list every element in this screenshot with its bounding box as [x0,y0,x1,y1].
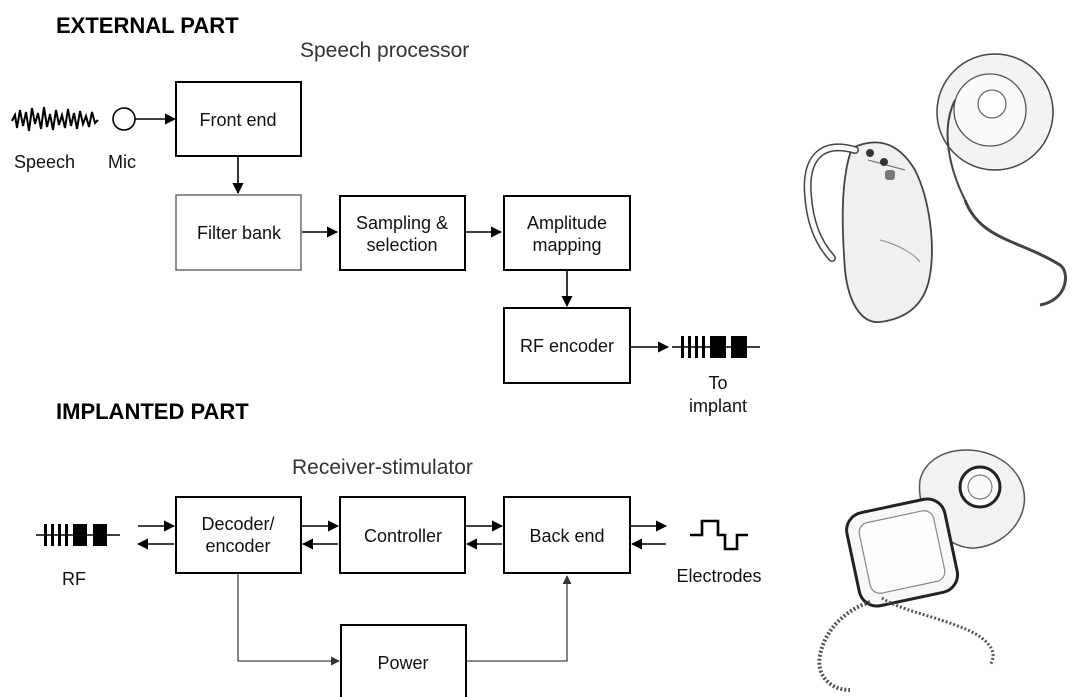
rf-encoder-label: RF encoder [520,336,614,356]
implanted-part-title: IMPLANTED PART [56,399,249,424]
mic-label: Mic [108,152,136,172]
filter-bank-label: Filter bank [197,223,282,243]
mic-icon [112,107,136,131]
electrode-pulse-icon [690,519,748,551]
rf-label: RF [62,569,86,589]
filter-bank-block [175,194,302,271]
amplitude-label-1: Amplitude [527,213,607,233]
rf-encoder-block [503,307,631,384]
speech-label: Speech [14,152,75,172]
power-to-backend-line [467,575,572,662]
front-end-label: Front end [199,110,276,130]
back-end-label: Back end [529,526,604,546]
implant-device-illustration [817,449,1026,692]
to-implant-label-1: To [708,373,727,393]
decoder-to-power-line [237,574,340,666]
front-end-block [175,81,302,157]
electrodes-label: Electrodes [676,566,761,586]
power-label: Power [377,653,428,673]
sampling-label-2: selection [366,235,437,255]
back-end-block [503,496,631,574]
controller-block [339,496,466,574]
decoder-label-2: encoder [205,536,270,556]
amplitude-mapping-block [503,195,631,271]
rf-pulse-train-icon [672,336,760,358]
rf-input-pulse-icon [36,524,120,546]
decoder-encoder-block [175,496,302,574]
power-block [340,624,467,697]
controller-label: Controller [364,526,442,546]
to-implant-label-2: implant [689,396,747,416]
receiver-stimulator-title: Receiver-stimulator [292,456,473,479]
sampling-label-1: Sampling & [356,213,448,233]
amplitude-label-2: mapping [532,235,601,255]
external-part-title: EXTERNAL PART [56,13,239,38]
external-processor-illustration [803,53,1067,323]
speech-processor-title: Speech processor [300,39,469,62]
sampling-selection-block [339,195,466,271]
speech-waveform-icon [11,106,99,132]
decoder-label-1: Decoder/ [201,514,274,534]
